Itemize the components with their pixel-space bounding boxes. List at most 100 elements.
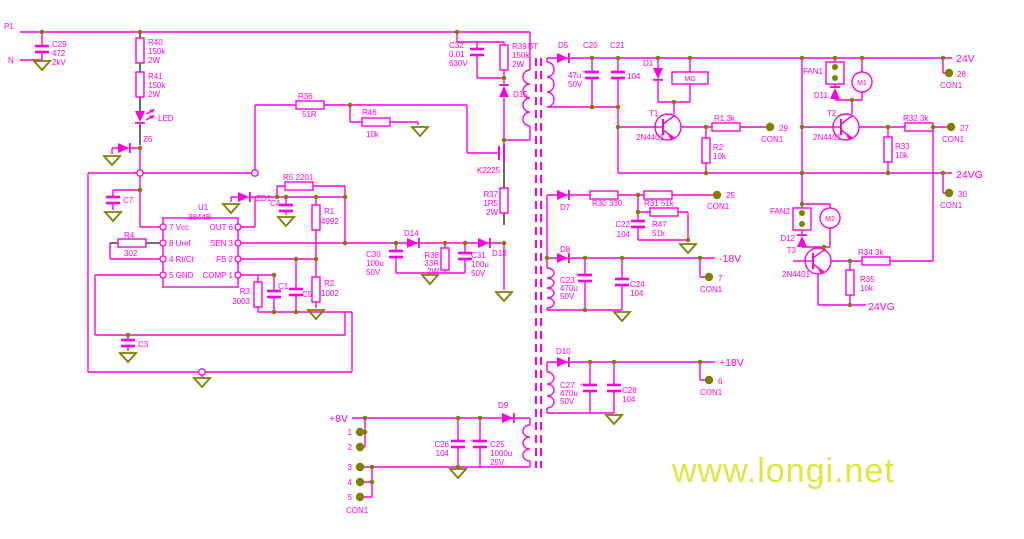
pin-gnd: 5 GND [169,271,194,280]
label-r40: R40 [148,38,163,47]
label-t2: T2 [827,109,837,118]
primary-winding [522,69,531,127]
svg-text:470u: 470u [560,284,578,293]
mosfet-k2225 [498,144,505,162]
label-r3: R3 [240,287,251,296]
label-c21: C21 [610,41,625,50]
label-d15: D15 [513,90,528,99]
label-pin2: 2 [348,443,353,452]
label-r32: R32 3k [903,114,929,123]
label-r2a: R2 [324,279,335,288]
svg-text:25V: 25V [490,458,505,467]
con1-pad-25 [712,190,722,200]
svg-text:2W: 2W [148,56,160,65]
label-r1a: R1 [324,207,335,216]
label-fan2: FAN2 [770,207,791,216]
con1-pad-29 [765,122,775,132]
label-k2225: K2225 [477,166,501,175]
label-pin4: 4 [348,478,353,487]
junction-dots [39,29,946,485]
label-24vg-r: 24VG [956,169,983,181]
svg-text:2W: 2W [512,60,524,69]
label-c3: C3 [138,340,149,349]
mg-box [671,71,709,85]
pin-uref: 8 Uref [169,239,192,248]
label-n: N [8,56,14,65]
svg-text:2N4401: 2N4401 [636,133,665,142]
d14-diode [407,238,420,248]
svg-text:CON1: CON1 [940,81,963,90]
label-pos8v: +8V [329,413,348,425]
label-25: 25 [726,191,735,200]
label-d8: D8 [560,245,571,254]
svg-text:104: 104 [630,289,644,298]
secondary-winding-24v [546,61,555,108]
svg-text:470u: 470u [560,389,578,398]
svg-text:2N4401: 2N4401 [782,270,811,279]
motor-m2 [819,207,841,229]
svg-text:100u: 100u [471,260,489,269]
con1-pad-28 [944,68,954,78]
label-r30: R30 330 [592,199,623,208]
label-r5: R5 2201 [283,173,314,182]
label-d11: D11 [814,91,829,100]
aux-winding [522,424,531,462]
label-c26: C26 [434,440,449,449]
d8-diode [557,253,570,263]
pin-rtct: 4 Rt/Ct [169,255,195,264]
svg-text:150k: 150k [148,81,166,90]
label-30: 30 [958,190,967,199]
con1-pad-7 [704,272,714,282]
transformer-label: BT [528,42,538,51]
d5-diode [557,53,570,63]
ic-u1-3844b: 7 Vcc 8 Uref 4 Rt/Ct 5 GND OUT 6 SEN 3 F… [159,217,242,288]
led-diode [135,111,145,124]
svg-text:3003: 3003 [232,297,250,306]
svg-text:10k: 10k [895,151,909,160]
label-r46: R46 [362,108,377,117]
svg-text:2W: 2W [148,90,160,99]
d11-diode [830,86,840,99]
label-con1-aux: CON1 [346,506,369,515]
fan-motor-section: MG M1 M2 [671,61,873,231]
pin-vcc: 7 Vcc [169,223,189,232]
label-c31: C31 [471,251,486,260]
label-c1: C1 [278,282,289,291]
svg-text:104: 104 [627,72,641,81]
label-d14: D14 [404,229,419,238]
svg-text:104: 104 [622,395,636,404]
label-d9: D9 [498,401,509,410]
label-p1: P1 [4,22,14,31]
label-d5: D5 [558,41,569,50]
label-d12: D12 [780,234,795,243]
label-led: LED [158,114,174,123]
diodes [118,53,840,423]
label-28: 28 [957,70,966,79]
svg-text:630V: 630V [449,59,468,68]
connector-pads [355,68,956,502]
label-6: 6 [718,377,723,386]
transformer-bt: BT [522,42,555,468]
label-c5: C5 [302,290,313,299]
mg-label: MG [684,76,695,83]
c20-plus: + [582,69,586,76]
svg-text:CON1: CON1 [707,202,730,211]
svg-text:1R5: 1R5 [483,199,498,208]
label-r36: R36 [298,92,313,101]
label-c7: C7 [123,196,134,205]
svg-text:CON1: CON1 [700,388,723,397]
svg-text:0.01: 0.01 [449,50,465,59]
label-pin5: 5 [348,493,353,502]
node-circles [136,169,259,376]
zd1-diode [238,192,251,202]
label-29: 29 [779,124,788,133]
label-c27: C27 [560,381,575,390]
d1-diode [653,68,663,81]
pin-out: OUT 6 [210,223,234,232]
label-24vg-b: 24VG [868,301,895,313]
con1-pad-27 [946,122,956,132]
svg-text:10k: 10k [860,284,874,293]
svg-text:100u: 100u [366,259,384,268]
pin-fb: FB 2 [216,255,233,264]
